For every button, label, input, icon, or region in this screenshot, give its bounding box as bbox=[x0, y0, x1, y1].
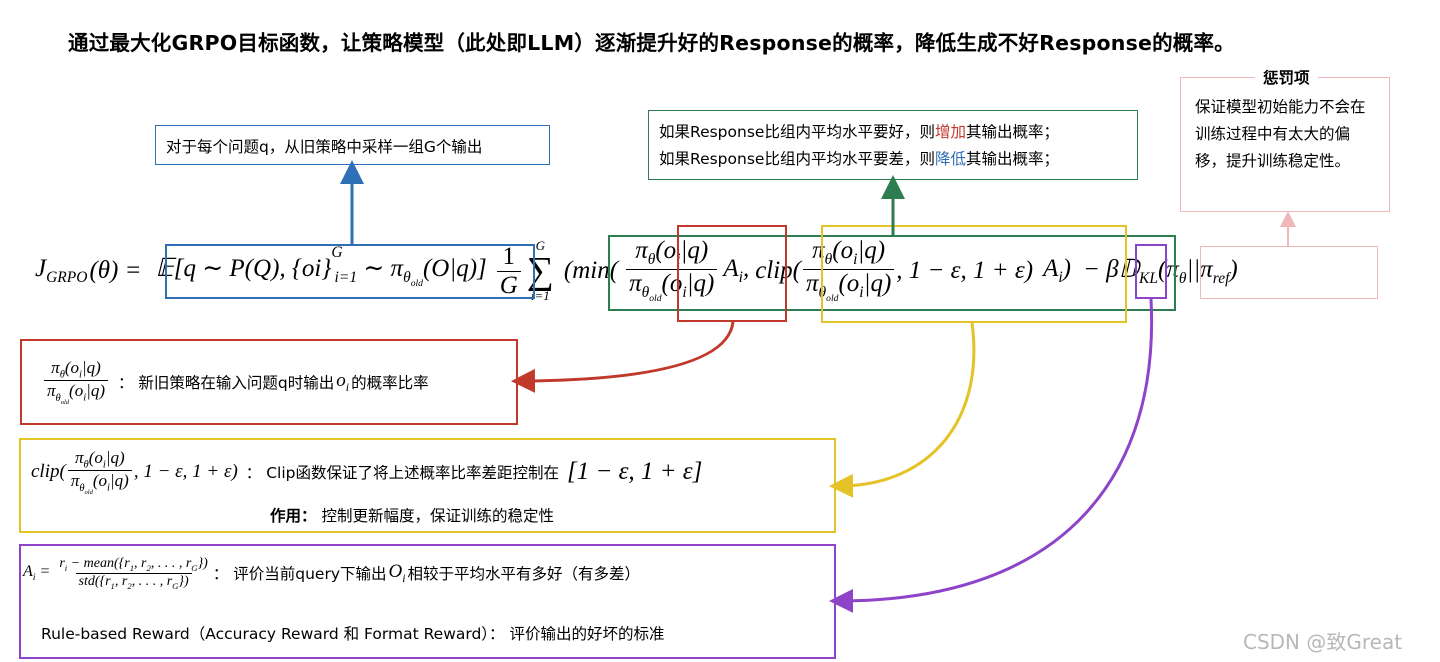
increase-highlight: 增加 bbox=[934, 123, 966, 141]
explain-clip-tail: , 1 − ε, 1 + ε) bbox=[133, 460, 238, 482]
callout-sampling: 对于每个问题q，从旧策略中采样一组G个输出 bbox=[155, 125, 550, 165]
formula-clip: clip( bbox=[755, 257, 802, 284]
explain-clip-func: clip( bbox=[31, 460, 66, 482]
formula-sum: G ∑ i=1 bbox=[526, 238, 554, 303]
title: 通过最大化GRPO目标函数，让策略模型（此处即LLM）逐渐提升好的Respons… bbox=[68, 31, 1235, 55]
explain-ratio-fraction: πθ(oi|q) πθold(oi|q) bbox=[44, 358, 108, 406]
formula-advantage-2: Ai) bbox=[1043, 255, 1071, 286]
penalty-body: 保证模型初始能力不会在训练过程中有太大的偏移，提升训练稳定性。 bbox=[1195, 98, 1366, 170]
explain-adv-lhs: Ai = bbox=[23, 563, 51, 584]
clip-box bbox=[821, 225, 1127, 323]
callout-advantage-line1: 如果Response比组内平均水平要好，则增加其输出概率； bbox=[659, 123, 1059, 141]
watermark: CSDN @致Great bbox=[1243, 630, 1403, 654]
formula-one-over-g: 1 G bbox=[496, 243, 521, 300]
callout-advantage: 如果Response比组内平均水平要好，则增加其输出概率； 如果Response… bbox=[648, 110, 1138, 180]
formula-advantage-1: Ai, bbox=[723, 255, 750, 286]
formula-clip-tail: , 1 − ε, 1 + ε) bbox=[896, 257, 1034, 284]
explain-clip-interval: [1 − ε, 1 + ε] bbox=[566, 457, 703, 485]
callout-penalty: 保证模型初始能力不会在训练过程中有太大的偏移，提升训练稳定性。 bbox=[1180, 77, 1390, 212]
explain-reward: Rule-based Reward（Accuracy Reward 和 Form… bbox=[41, 625, 665, 643]
arrow-ratio bbox=[511, 321, 735, 393]
explain-ratio-box: πθ(oi|q) πθold(oi|q) ： 新旧策略在输入问题q时输出 oi … bbox=[20, 339, 518, 425]
expectation-box bbox=[165, 244, 535, 299]
formula-theta: (θ) = bbox=[89, 257, 142, 284]
explain-clip-box: clip( πθ(oi|q) πθold(oi|q) , 1 − ε, 1 + … bbox=[19, 438, 836, 533]
kl-box bbox=[1200, 246, 1378, 299]
formula-expectation: 𝔼[q ∼ P(Q), {oi}Gi=1 ∼ πθold(O|q)] bbox=[155, 243, 487, 290]
arrow-clip bbox=[829, 322, 976, 498]
explain-adv-fraction: ri − mean({r1, r2, . . . , rG}) std({r1,… bbox=[59, 556, 208, 591]
explain-ratio-tail: 的概率比率 bbox=[351, 374, 429, 392]
callout-sampling-text: 对于每个问题q，从旧策略中采样一组G个输出 bbox=[166, 138, 483, 156]
explain-adv-tail: 相较于平均水平有多好（有多差） bbox=[407, 565, 641, 584]
explain-clip-fraction: πθ(oi|q) πθold(oi|q) bbox=[67, 448, 132, 496]
explain-ratio-oi: oi bbox=[336, 369, 350, 394]
explain-ratio-text: ： 新旧策略在输入问题q时输出 bbox=[118, 374, 335, 392]
explain-adv-text: ： 评价当前query下输出 bbox=[212, 565, 387, 584]
explain-adv-oi: Oi bbox=[388, 560, 406, 585]
explain-clip-text: ： Clip函数保证了将上述概率比率差距控制在 bbox=[245, 463, 559, 482]
advantage-box bbox=[1135, 244, 1167, 299]
explain-clip-role: 作用： 控制更新幅度，保证训练的稳定性 bbox=[270, 507, 554, 525]
penalty-title: 惩罚项 bbox=[1255, 66, 1318, 88]
formula-kl: − β𝔻KL(πθ||πref) bbox=[1082, 256, 1238, 287]
callout-advantage-line2: 如果Response比组内平均水平要差，则降低其输出概率； bbox=[659, 150, 1059, 168]
ratio-box bbox=[677, 225, 787, 322]
explain-advantage-box: Ai = ri − mean({r1, r2, . . . , rG}) std… bbox=[19, 544, 836, 659]
arrow-advantage-def bbox=[829, 298, 1154, 613]
formula-lhs: JGRPO bbox=[35, 255, 88, 286]
decrease-highlight: 降低 bbox=[934, 150, 966, 168]
